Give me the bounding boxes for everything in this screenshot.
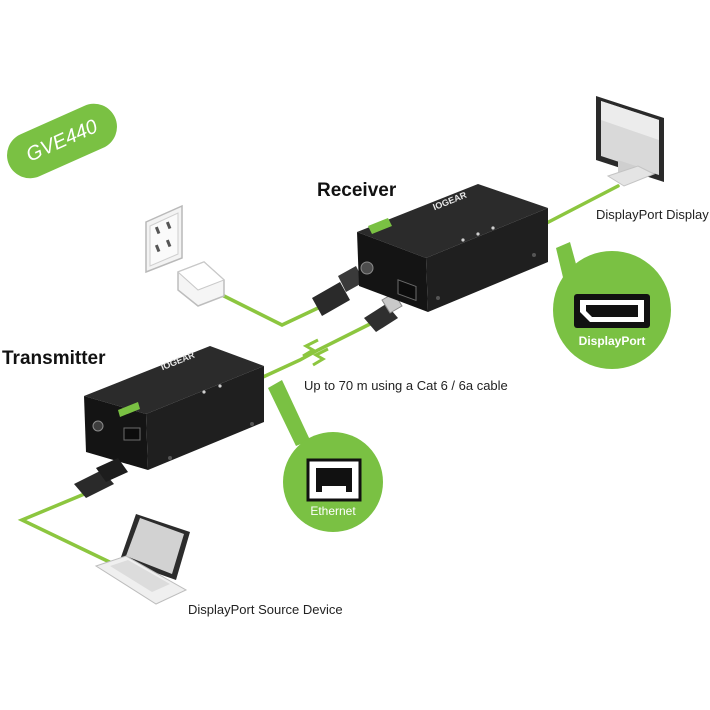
transmitter-device (84, 346, 264, 470)
monitor (596, 96, 664, 187)
power-adapter (177, 261, 225, 307)
power-cable (210, 288, 320, 327)
laptop (94, 514, 190, 605)
ethernet-callout-label: Ethernet (310, 504, 356, 518)
transmitter-title: Transmitter (2, 348, 106, 369)
receiver-device (357, 184, 548, 312)
displayport-plug (74, 458, 128, 498)
displayport-callout (553, 242, 671, 369)
receiver-title: Receiver (317, 180, 397, 201)
display-cable (535, 184, 620, 230)
cable-note: Up to 70 m using a Cat 6 / 6a cable (304, 378, 508, 393)
cable-break-marker (302, 338, 329, 367)
wall-outlet (145, 204, 183, 274)
source-cable (17, 488, 124, 570)
source-label: DisplayPort Source Device (188, 602, 343, 617)
displayport-callout-label: DisplayPort (578, 334, 646, 348)
ethernet-cable (261, 318, 380, 379)
receiver-power-plug (312, 266, 364, 316)
ethernet-callout (268, 380, 383, 532)
display-label: DisplayPort Display (596, 207, 709, 222)
